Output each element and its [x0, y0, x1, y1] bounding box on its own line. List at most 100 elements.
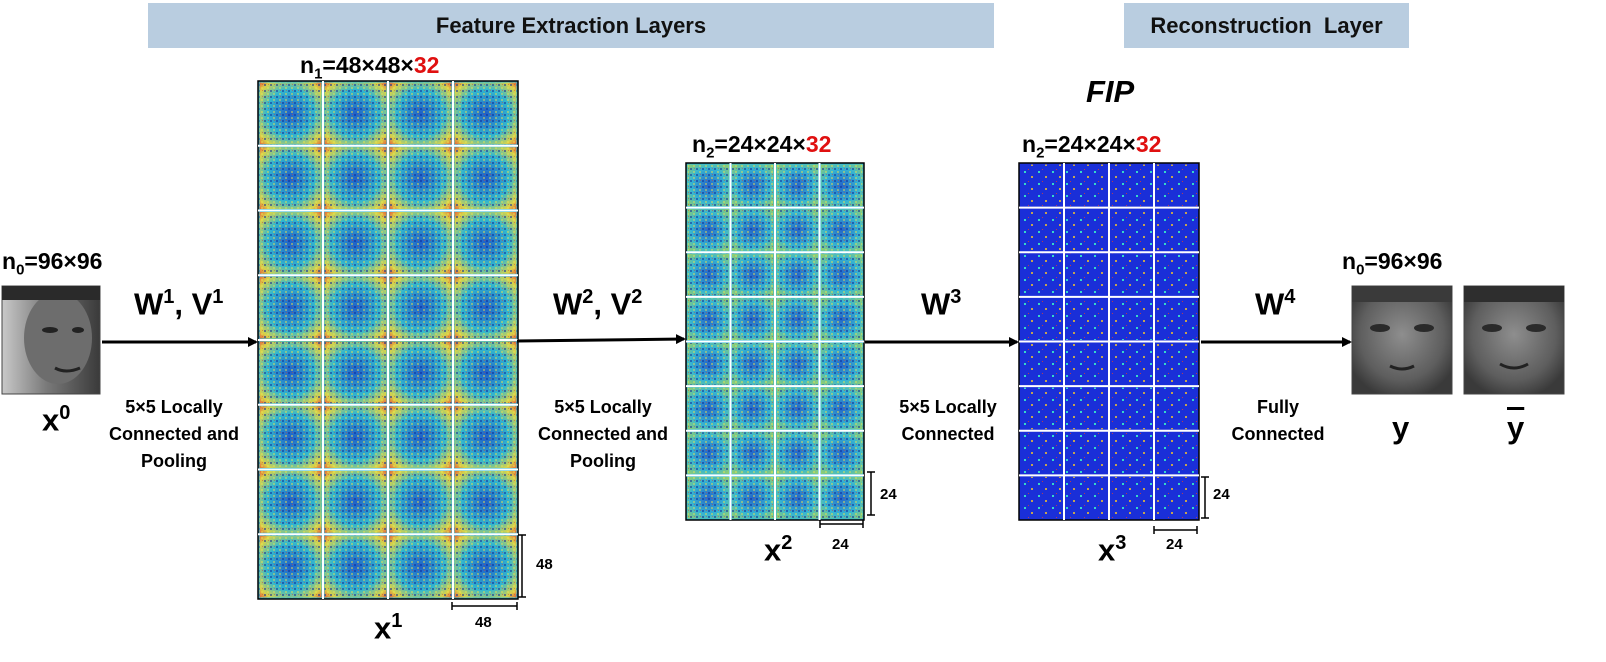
- layer1-map: [324, 406, 387, 468]
- layer3-scale-bars: [1153, 476, 1209, 534]
- layer2-map: [821, 164, 863, 207]
- layer2-scale-horizontal-label: 24: [832, 536, 849, 553]
- layer2-dims-n: n: [692, 131, 707, 157]
- layer3-map: [1110, 298, 1153, 340]
- reconstruction-label: Reconstruction Layer: [1150, 12, 1383, 38]
- arrow-2-w: W: [553, 286, 583, 322]
- layer1-var: x: [374, 610, 392, 646]
- layer1-map: [454, 82, 517, 145]
- layer1-scale-bars: [451, 534, 526, 610]
- layer3-map: [1020, 209, 1063, 251]
- layer3-scale-v: 24: [1213, 486, 1230, 503]
- layer3-dims-n: n: [1022, 131, 1037, 157]
- layer3-map: [1020, 253, 1063, 296]
- layer3-map: [1065, 253, 1108, 296]
- layer2-dims-value: =24×24×: [714, 131, 806, 157]
- layer1-map: [389, 212, 452, 274]
- layer3-map: [1110, 253, 1153, 296]
- layer2-var-label: x2: [764, 532, 792, 568]
- layer3-map: [1110, 476, 1153, 519]
- arrow-2-caption: 5×5 Locally Connected and Pooling: [527, 394, 679, 475]
- layer3-map: [1110, 164, 1153, 207]
- arrow-1-caption: 5×5 Locally Connected and Pooling: [100, 394, 248, 475]
- output-y: y: [1392, 410, 1410, 445]
- arrow-2: [516, 334, 686, 345]
- layer3-map: [1065, 164, 1108, 207]
- fip-label: FIP: [1086, 74, 1134, 110]
- layer2-map: [732, 343, 774, 385]
- layer2-var: x: [764, 532, 782, 568]
- arrow-1-weights: W1, V1: [134, 286, 223, 322]
- layer2-map: [732, 164, 774, 207]
- input-dims-value: =96×96: [24, 248, 103, 274]
- layer2-map: [821, 253, 863, 296]
- layer1-scale-h: 48: [475, 614, 492, 631]
- layer1-map: [259, 82, 322, 145]
- layer2-map: [821, 209, 863, 251]
- layer3-map: [1020, 476, 1063, 519]
- output-face-image-y-bar: [1463, 285, 1565, 395]
- arrow-4-caption-line1: Fully: [1256, 397, 1299, 417]
- layer2-map: [687, 209, 729, 251]
- layer3-scale-h: 24: [1166, 536, 1183, 553]
- layer1-map: [259, 147, 322, 209]
- arrow-1-w-sup: 1: [163, 286, 175, 308]
- output-face-image-y: [1351, 285, 1453, 395]
- layer2-map: [776, 387, 818, 430]
- arrow-3-weights: W3: [921, 286, 961, 322]
- reconstruction-banner: Reconstruction Layer: [1124, 3, 1409, 48]
- layer3-dims-count: 32: [1135, 131, 1162, 157]
- feature-extraction-banner: Feature Extraction Layers: [148, 3, 994, 48]
- layer2-map: [732, 432, 774, 474]
- layer3-map: [1065, 343, 1108, 385]
- input-var: x: [42, 402, 60, 438]
- layer2-map: [776, 476, 818, 519]
- layer3-map: [1155, 253, 1198, 296]
- layer1-scale-v: 48: [536, 556, 553, 573]
- arrow-4-weights: W4: [1255, 286, 1295, 322]
- layer1-map: [324, 471, 387, 533]
- input-dims-sub: 0: [16, 261, 25, 279]
- output-dims-n: n: [1342, 248, 1357, 274]
- layer1-map: [324, 341, 387, 404]
- layer3-map: [1020, 164, 1063, 207]
- layer1-var-label: x1: [374, 610, 402, 646]
- layer1-map: [259, 535, 322, 598]
- layer1-map: [259, 212, 322, 274]
- layer1-map: [454, 212, 517, 274]
- layer3-dims-value: =24×24×: [1044, 131, 1136, 157]
- layer2-map: [687, 432, 729, 474]
- layer2-scale-bars: [819, 471, 875, 528]
- layer1-map: [324, 276, 387, 339]
- layer2-dims-label: n2=24×24×32: [692, 131, 831, 162]
- layer1-map: [454, 276, 517, 339]
- layer1-dims-count: 32: [413, 52, 440, 78]
- layer3-map: [1065, 298, 1108, 340]
- layer2-scale-h: 24: [832, 536, 849, 553]
- layer1-map: [389, 471, 452, 533]
- layer2-map: [821, 387, 863, 430]
- layer2-dims-count: 32: [805, 131, 832, 157]
- layer2-map: [687, 343, 729, 385]
- layer3-map: [1065, 432, 1108, 474]
- arrow-2-w-sup: 2: [582, 286, 594, 308]
- layer1-map: [454, 406, 517, 468]
- arrow-1-v-sup: 1: [212, 286, 224, 308]
- layer3-map: [1155, 209, 1198, 251]
- layer3-fip-maps: [1018, 162, 1200, 521]
- layer2-var-sup: 2: [781, 532, 793, 554]
- arrow-4-w-sup: 4: [1284, 286, 1296, 308]
- layer3-scale-horizontal-label: 24: [1166, 536, 1183, 553]
- layer2-scale-vertical-label: 24: [880, 486, 897, 503]
- layer3-map: [1065, 209, 1108, 251]
- fip-text: FIP: [1086, 74, 1135, 109]
- arrow-3-caption-line2: Connected: [901, 424, 995, 444]
- arrow-2-caption-line1: 5×5 Locally: [554, 397, 652, 417]
- layer1-map: [259, 341, 322, 404]
- layer2-map: [776, 298, 818, 340]
- layer3-dims-sub: 2: [1036, 144, 1045, 162]
- layer1-map: [389, 406, 452, 468]
- layer2-map: [821, 432, 863, 474]
- layer1-map: [389, 341, 452, 404]
- layer3-var-sup: 3: [1115, 532, 1127, 554]
